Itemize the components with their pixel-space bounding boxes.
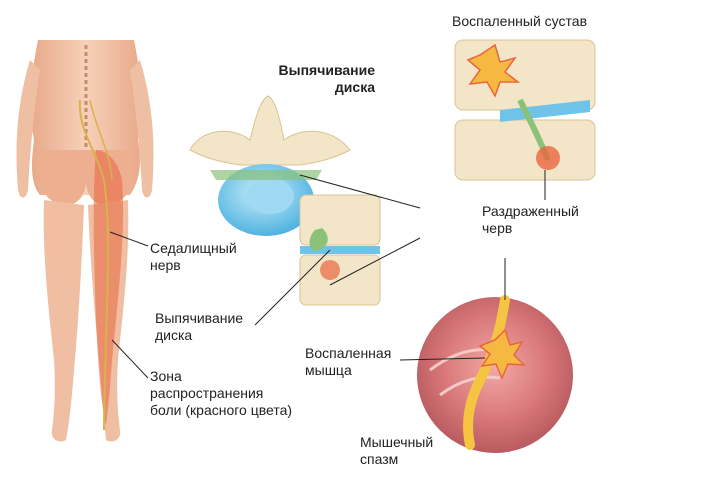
muscle-nerve	[463, 295, 510, 450]
disc-side	[300, 246, 380, 254]
muscle-circle-illustration	[417, 295, 573, 453]
left-arm	[16, 60, 40, 198]
joint-vertebra-lower	[454, 119, 596, 181]
vertebra-top	[189, 95, 351, 166]
left-leg	[43, 200, 84, 442]
joint-disc	[500, 100, 590, 122]
human-body-figure	[16, 40, 154, 442]
disc-nucleus	[246, 178, 294, 214]
label-inflamed-joint: Воспаленный сустав	[452, 13, 588, 29]
label-sciatic-nerve: Седалищный нерв	[150, 240, 237, 273]
label-inflamed-muscle: Воспаленная мышца	[305, 345, 392, 378]
nerve-roots-green	[210, 170, 322, 180]
joint-inflammation-star	[466, 43, 521, 98]
muscle-inflammation-star	[478, 328, 526, 380]
right-arm	[130, 60, 154, 198]
sciatic-nerve-line	[78, 99, 109, 431]
muscle-circle	[417, 297, 573, 453]
label-irritated-nerve: Раздраженный черв	[482, 203, 579, 236]
irritated-nerve-spot	[536, 146, 560, 170]
leader-lines	[109, 170, 546, 379]
label-disc-bulge-top: Выпячивание диска	[278, 62, 375, 95]
label-pain-zone: Зона распространения боли (красного цвет…	[150, 368, 293, 418]
label-muscle-spasm: Мышечный спазм	[360, 434, 434, 467]
pain-spot-vertebra	[320, 260, 340, 280]
bulge-green	[309, 228, 328, 251]
inflamed-joint-illustration	[454, 39, 596, 181]
label-disc-bulge-bottom: Выпячивание диска	[155, 310, 244, 343]
vertebra-disc-illustration	[189, 95, 381, 306]
